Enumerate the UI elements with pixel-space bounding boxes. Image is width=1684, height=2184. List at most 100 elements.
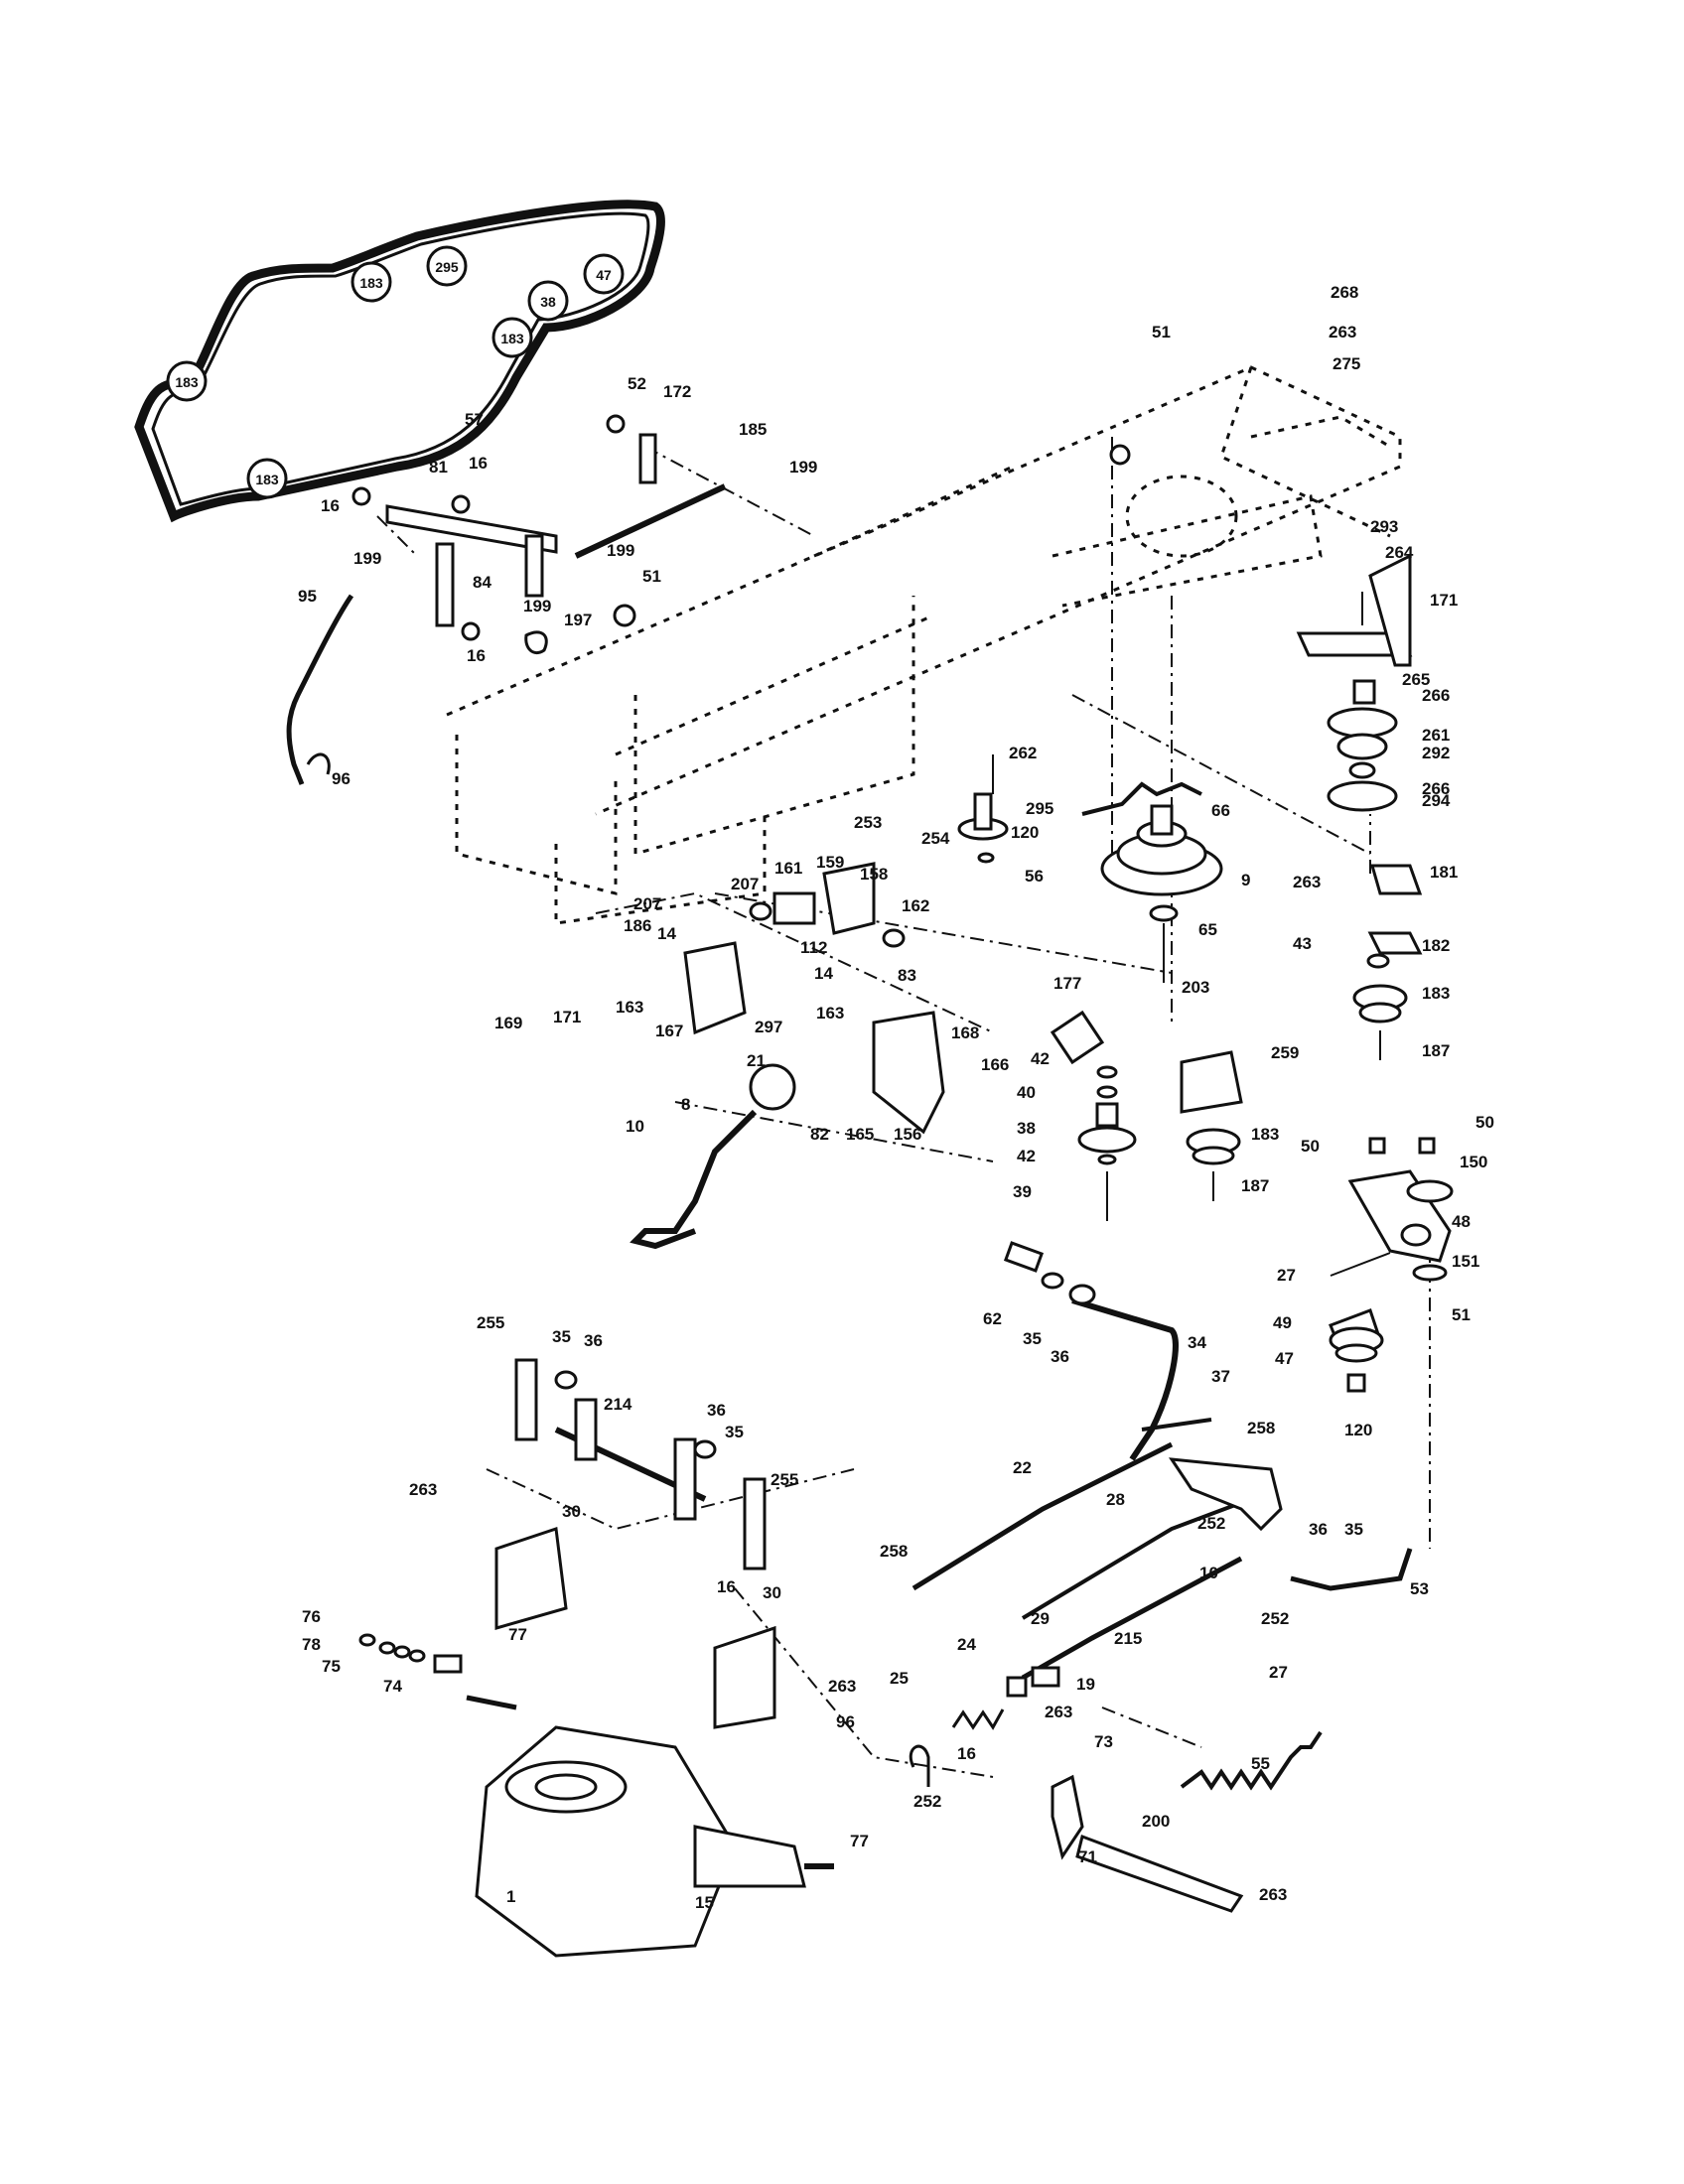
callout-label: 203 xyxy=(1182,978,1209,997)
clip-96 xyxy=(909,1744,930,1787)
callout-label: 74 xyxy=(383,1677,402,1696)
svg-text:183: 183 xyxy=(359,275,383,291)
callout-label: 156 xyxy=(894,1125,921,1144)
callout-label: 22 xyxy=(1013,1458,1032,1477)
callout-label: 207 xyxy=(731,875,759,893)
idler-bracket-181 xyxy=(1352,864,1423,1060)
callout-label: 50 xyxy=(1301,1137,1320,1156)
callout-label: 65 xyxy=(1198,920,1217,939)
callout-label: 293 xyxy=(1370,517,1398,536)
callout-label: 252 xyxy=(1197,1514,1225,1533)
idler-bracket-stack xyxy=(1296,553,1413,812)
callout-label: 35 xyxy=(1023,1329,1042,1348)
callout-label: 76 xyxy=(302,1607,321,1626)
callout-label: 182 xyxy=(1422,936,1450,955)
callout-label: 24 xyxy=(957,1635,976,1654)
callout-label: 96 xyxy=(332,769,351,788)
callout-label: 71 xyxy=(1078,1847,1097,1866)
callout-label: 27 xyxy=(1269,1663,1288,1682)
callout-label: 35 xyxy=(725,1423,744,1441)
callout-label: 263 xyxy=(1045,1703,1072,1721)
callout-label: 16 xyxy=(469,454,488,473)
belt-pulley-callout: 295 xyxy=(426,245,468,287)
callout-label: 21 xyxy=(747,1051,766,1070)
belt-pulley-callout: 183 xyxy=(246,458,288,499)
callout-label: 42 xyxy=(1031,1049,1050,1068)
shift-lever xyxy=(630,1109,758,1250)
callout-label: 214 xyxy=(604,1395,632,1414)
callout-label: 158 xyxy=(860,865,888,884)
callout-label: 81 xyxy=(429,458,448,477)
bracket-49-pulley xyxy=(1329,1308,1384,1393)
callout-label: 165 xyxy=(846,1125,874,1144)
svg-text:295: 295 xyxy=(435,259,459,275)
engine-pulley xyxy=(1100,804,1223,983)
callout-label: 159 xyxy=(816,853,844,872)
callout-label: 48 xyxy=(1452,1212,1471,1231)
callout-label: 50 xyxy=(1475,1113,1494,1132)
callout-label: 161 xyxy=(774,859,802,878)
shaft-214-brackets xyxy=(514,1358,767,1570)
callout-label: 16 xyxy=(717,1577,736,1596)
callout-label: 19 xyxy=(1076,1675,1095,1694)
svg-text:38: 38 xyxy=(540,294,556,310)
callout-label: 1 xyxy=(506,1887,515,1906)
svg-text:183: 183 xyxy=(175,374,199,390)
callout-label: 275 xyxy=(1333,354,1360,373)
callout-label: 57 xyxy=(465,410,484,429)
chassis-frame xyxy=(446,365,1402,925)
callout-label: 253 xyxy=(854,813,882,832)
callout-label: 39 xyxy=(1013,1182,1032,1201)
callout-label: 8 xyxy=(681,1095,690,1114)
callout-label: 163 xyxy=(616,998,643,1017)
bracket-167 xyxy=(683,941,747,1035)
callout-label: 262 xyxy=(1009,744,1037,762)
callout-label: 14 xyxy=(814,964,833,983)
callout-label: 215 xyxy=(1114,1629,1142,1648)
drive-belt xyxy=(134,200,665,523)
callout-label: 268 xyxy=(1331,283,1358,302)
part-callouts: 268 263 275 51 52 172 185 199 57 81 16 1… xyxy=(298,283,1494,1912)
callout-label: 263 xyxy=(1259,1885,1287,1904)
callout-label: 77 xyxy=(508,1625,527,1644)
callout-label: 252 xyxy=(1261,1609,1289,1628)
callout-label: 292 xyxy=(1422,744,1450,762)
callout-label: 120 xyxy=(1011,823,1039,842)
bracket-73 xyxy=(1051,1774,1084,1860)
callout-label: 200 xyxy=(1142,1812,1170,1831)
callout-label: 252 xyxy=(913,1792,941,1811)
callout-label: 40 xyxy=(1017,1083,1036,1102)
callout-label: 78 xyxy=(302,1635,321,1654)
callout-label: 207 xyxy=(633,894,661,913)
callout-label: 169 xyxy=(494,1014,522,1032)
callout-label: 49 xyxy=(1273,1313,1292,1332)
shift-knob xyxy=(749,1063,796,1111)
callout-label: 43 xyxy=(1293,934,1312,953)
belt-pulley-callout: 47 xyxy=(583,253,625,295)
linkage-159 xyxy=(749,862,906,948)
callout-label: 120 xyxy=(1344,1421,1372,1439)
callout-label: 255 xyxy=(771,1470,798,1489)
callout-label: 75 xyxy=(322,1657,341,1676)
svg-text:47: 47 xyxy=(596,267,612,283)
callout-label: 171 xyxy=(553,1008,581,1026)
callout-label: 37 xyxy=(1211,1367,1230,1386)
callout-label: 96 xyxy=(836,1712,855,1731)
callout-label: 172 xyxy=(663,382,691,401)
callout-label: 77 xyxy=(850,1832,869,1850)
callout-label: 36 xyxy=(1309,1520,1328,1539)
callout-label: 199 xyxy=(353,549,381,568)
rod-28 xyxy=(1021,1497,1252,1620)
callout-label: 163 xyxy=(816,1004,844,1023)
clutch-linkage xyxy=(351,414,1131,655)
callout-label: 151 xyxy=(1452,1252,1479,1271)
callout-label: 199 xyxy=(523,597,551,615)
rod-215 xyxy=(1021,1556,1243,1681)
callout-label: 265 xyxy=(1402,670,1430,689)
callout-label: 35 xyxy=(552,1327,571,1346)
callout-label: 171 xyxy=(1430,591,1458,610)
belt-pulley-callout: 183 xyxy=(491,317,533,358)
callout-label: 258 xyxy=(880,1542,908,1561)
callout-label: 255 xyxy=(477,1313,504,1332)
callout-label: 15 xyxy=(695,1893,714,1912)
